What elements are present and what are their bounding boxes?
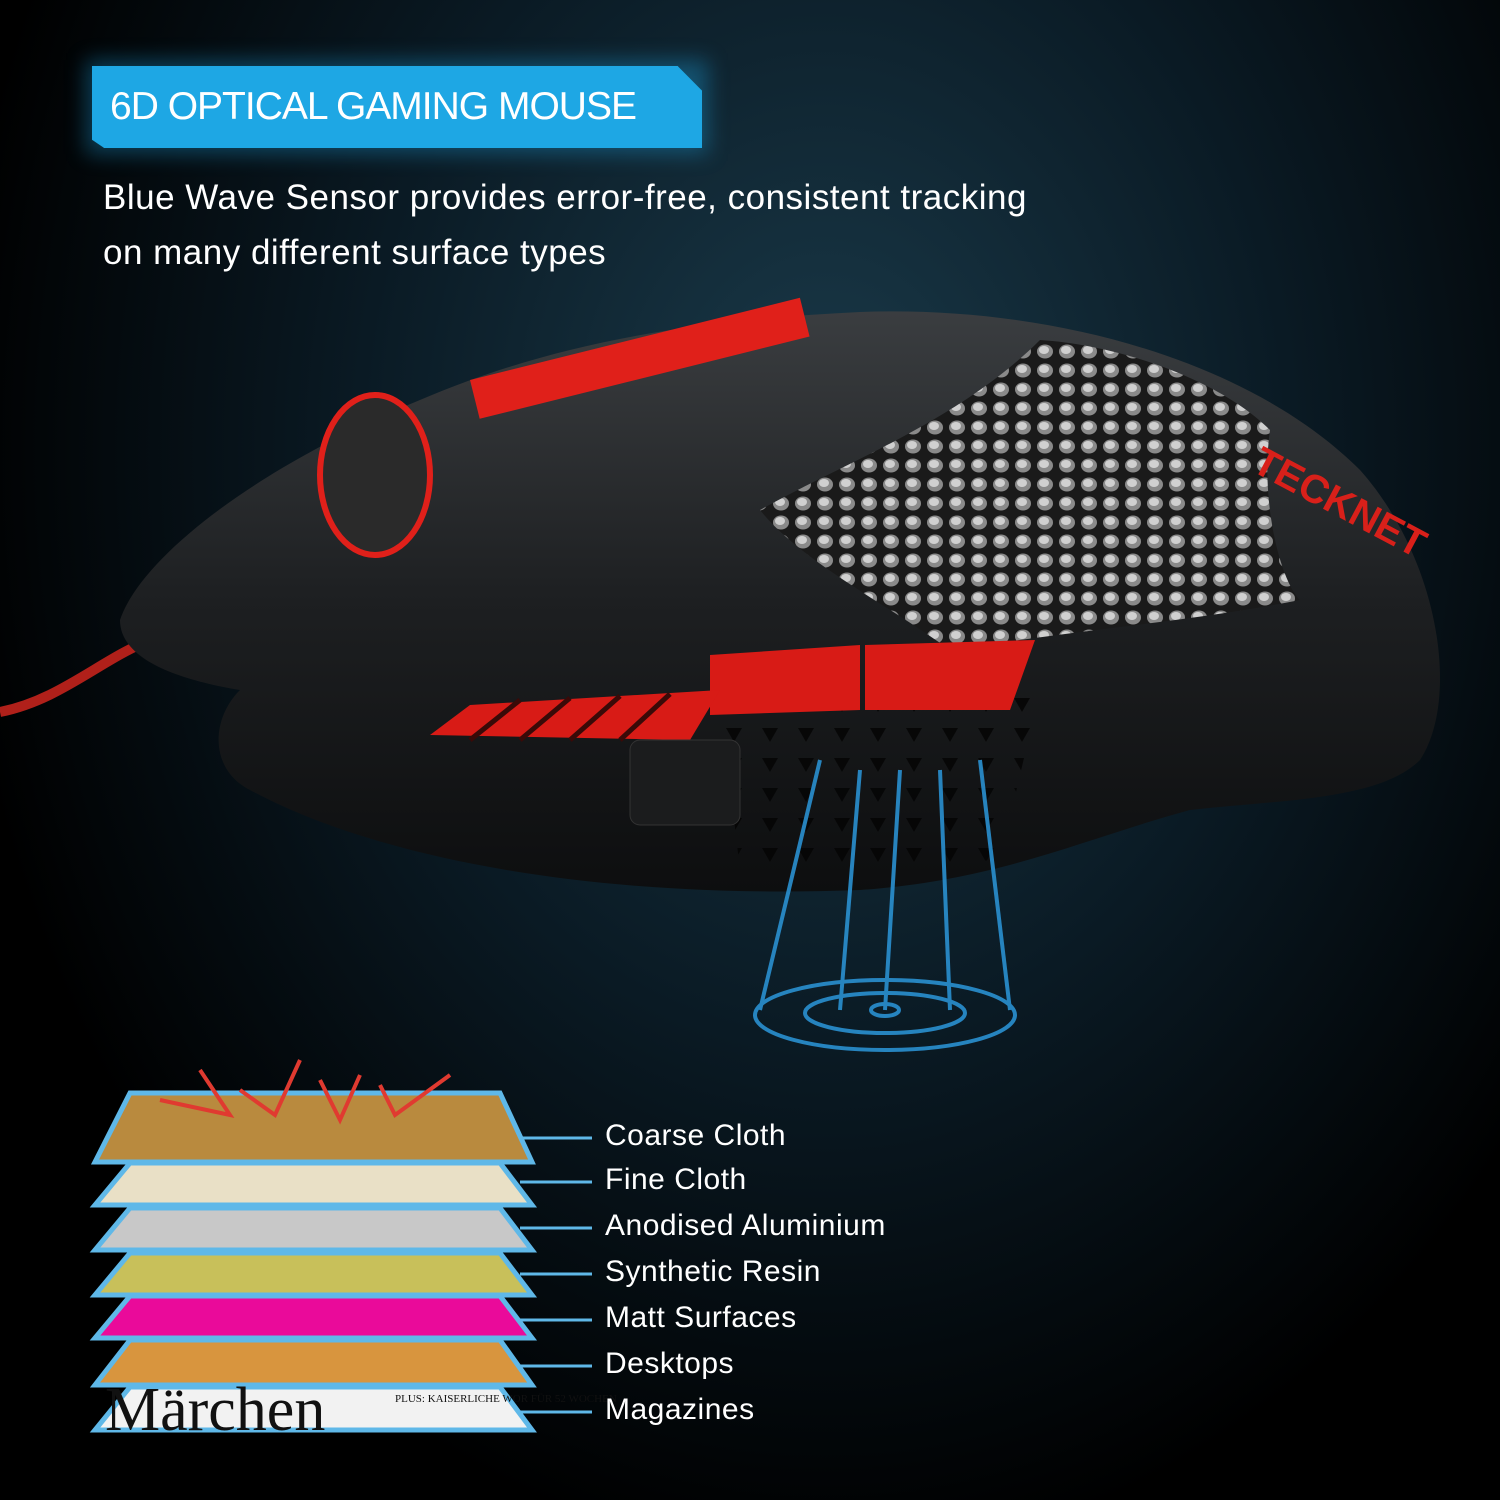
- page-title: 6D OPTICAL GAMING MOUSE: [110, 85, 637, 128]
- surface-label: Synthetic Resin: [605, 1255, 821, 1288]
- side-button-1: [710, 645, 860, 715]
- hex-grip: [760, 340, 1300, 650]
- title-banner: 6D OPTICAL GAMING MOUSE: [92, 66, 702, 148]
- scroll-wheel: [317, 392, 433, 558]
- surface-layer: [89, 1250, 538, 1298]
- surface-label: Desktops: [605, 1347, 735, 1380]
- red-accent-top: [470, 297, 810, 419]
- subtitle-line-2: on many different surface types: [103, 233, 607, 272]
- vent-pattern: [720, 690, 1040, 870]
- magazine-text: Märchen: [105, 1376, 325, 1444]
- surface-layer: [89, 1337, 537, 1388]
- subtitle-line-1: Blue Wave Sensor provides error-free, co…: [103, 178, 1027, 217]
- dpi-button: [629, 739, 741, 826]
- surface-layer: [89, 1293, 538, 1341]
- surface-layer: [89, 1160, 538, 1208]
- red-side-stripes: [430, 690, 720, 740]
- side-button-2: [865, 640, 1035, 710]
- reflection-rays: [159, 1059, 452, 1125]
- subtitle: Blue Wave Sensor provides error-free, co…: [103, 170, 1303, 280]
- surface-label: Magazines: [605, 1393, 755, 1426]
- sensor-beams: [753, 759, 1017, 1052]
- magazine-text: PLUS: KAISERLICHE WOR FÜR 52 WOCHEN: [395, 1393, 617, 1405]
- surface-label: Anodised Aluminium: [605, 1209, 886, 1242]
- surface-label: Fine Cloth: [605, 1163, 747, 1196]
- surface-label: Coarse Cloth: [605, 1119, 787, 1152]
- surface-layer: [89, 1384, 537, 1433]
- surface-label: Matt Surfaces: [605, 1301, 797, 1334]
- surface-layer: [90, 1090, 536, 1165]
- stripe-lines: [468, 692, 672, 742]
- surface-layer: [89, 1205, 538, 1253]
